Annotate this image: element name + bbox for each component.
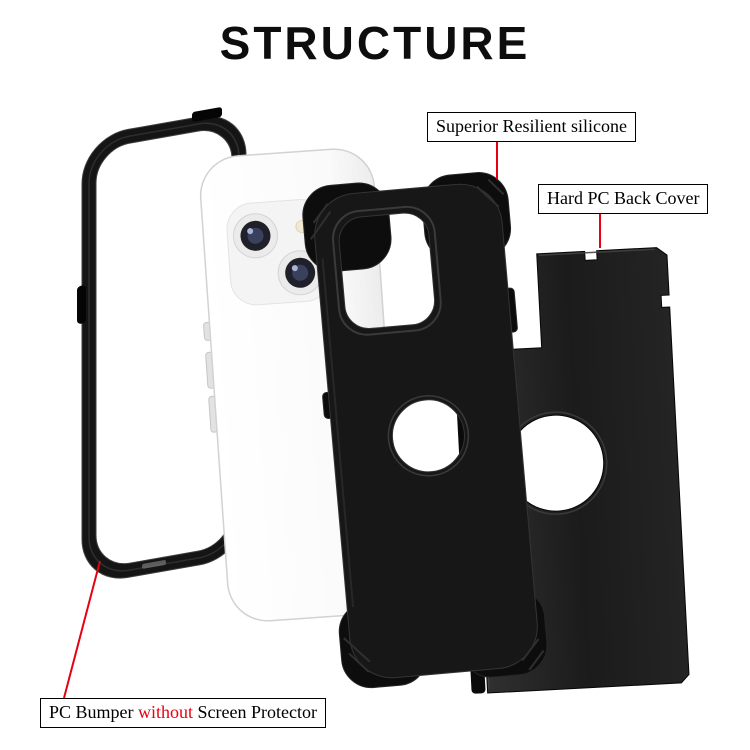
page-title: STRUCTURE xyxy=(219,17,531,69)
phone-camera-lens xyxy=(277,250,323,296)
bumper-logo-mark xyxy=(142,560,166,569)
callout-bumper-highlight: without xyxy=(138,702,194,722)
silicone-camera-cutout xyxy=(332,205,442,336)
bumper-top-clasp xyxy=(192,107,222,122)
callout-back-cover-label: Hard PC Back Cover xyxy=(547,188,700,208)
phone-camera-lens xyxy=(232,213,278,259)
leader-lines xyxy=(63,140,601,699)
bumper-side-button xyxy=(77,285,86,324)
callout-silicone: Superior Resilient silicone xyxy=(427,112,636,142)
silicone-logo-hole xyxy=(387,395,470,477)
callout-silicone-label: Superior Resilient silicone xyxy=(436,116,627,136)
callout-back-cover: Hard PC Back Cover xyxy=(538,184,709,214)
leader-line-bumper xyxy=(63,560,101,699)
callout-bumper-prefix: PC Bumper xyxy=(49,702,134,722)
silicone-case-graphic xyxy=(302,172,548,689)
callout-bumper: PC Bumper without Screen Protector xyxy=(40,698,326,728)
callout-bumper-suffix: Screen Protector xyxy=(197,702,317,722)
silicone-corner-ridges xyxy=(310,178,545,673)
